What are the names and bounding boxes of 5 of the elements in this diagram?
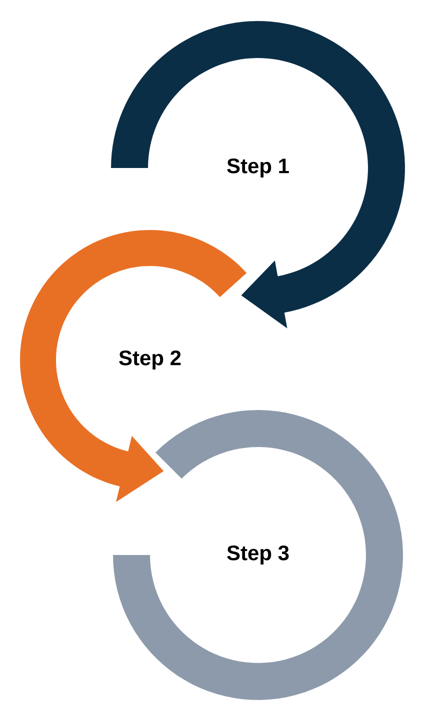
circular-arrow bbox=[20, 230, 247, 502]
circular-arrow bbox=[111, 21, 405, 328]
step-label: Step 3 bbox=[227, 546, 289, 565]
step-label: Step 2 bbox=[119, 350, 181, 370]
step-label: Step 1 bbox=[227, 158, 289, 178]
